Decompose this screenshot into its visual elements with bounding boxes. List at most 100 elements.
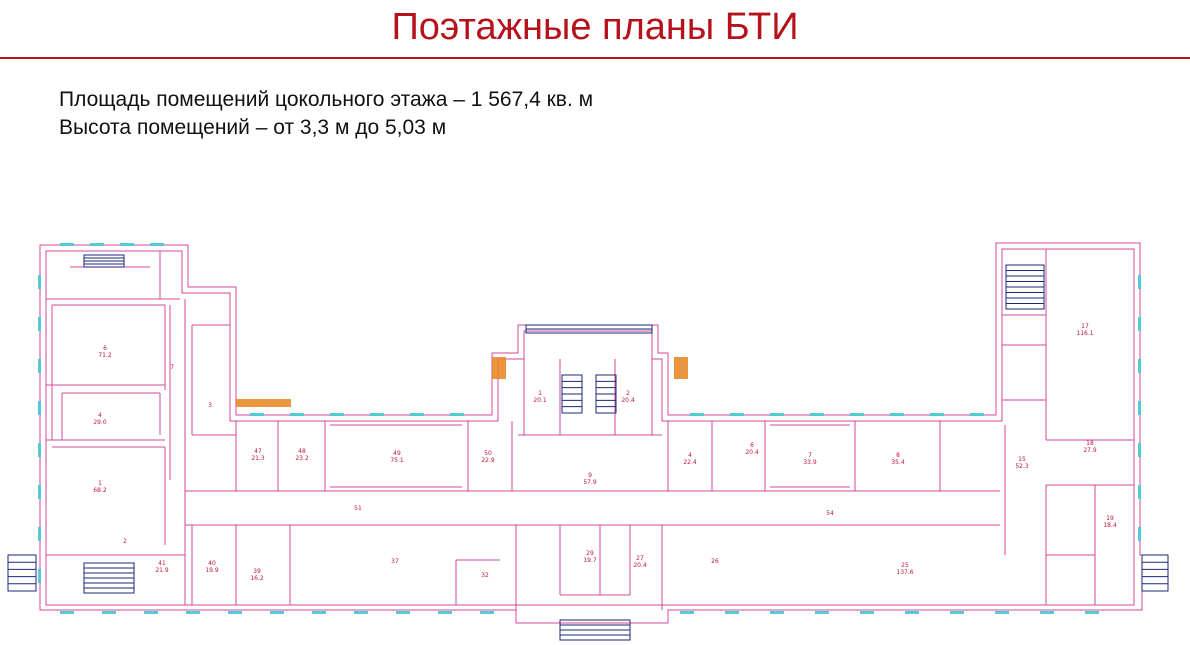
entrance-right	[1141, 554, 1169, 592]
window-mark	[450, 413, 464, 416]
room-area: 18.4	[1103, 522, 1117, 529]
plan-walls	[39, 242, 1143, 624]
room-number: 50	[484, 450, 492, 457]
room-height-text: Высота помещений – от 3,3 м до 5,03 м	[59, 116, 447, 139]
window-mark	[950, 611, 964, 614]
room-number: 37	[391, 558, 399, 565]
title-divider	[0, 57, 1190, 59]
window-mark	[144, 611, 158, 614]
room-labels: 168.223429.0671.27957.9120.1220.4422.462…	[93, 323, 1117, 582]
room-number: 18	[1086, 440, 1094, 447]
room-area: 137.6	[896, 569, 913, 576]
window-mark	[480, 611, 494, 614]
room-number: 26	[711, 558, 719, 565]
stairwell-top-left	[83, 254, 125, 268]
window-mark	[770, 413, 784, 416]
window-mark	[890, 413, 904, 416]
window-mark	[38, 527, 41, 541]
stairwell-center-left	[561, 374, 583, 414]
room-number: 39	[253, 568, 261, 575]
window-mark	[90, 243, 104, 246]
window-mark	[770, 611, 784, 614]
room-area: 16.2	[250, 575, 264, 582]
window-mark	[250, 413, 264, 416]
window-mark	[150, 243, 164, 246]
room-number: 54	[826, 510, 834, 517]
window-mark	[38, 359, 41, 373]
window-mark	[905, 611, 919, 614]
window-mark	[1085, 611, 1099, 614]
plan-hatched-areas	[236, 357, 688, 407]
window-mark	[312, 611, 326, 614]
room-number: 9	[588, 472, 592, 479]
window-mark	[38, 401, 41, 415]
room-number: 29	[586, 550, 594, 557]
window-mark	[354, 611, 368, 614]
room-area: 20.4	[621, 397, 635, 404]
floor-plan: 168.223429.0671.27957.9120.1220.4422.462…	[7, 242, 1169, 641]
room-number: 8	[896, 452, 900, 459]
window-mark	[810, 413, 824, 416]
room-area: 75.1	[390, 457, 404, 464]
window-mark	[730, 413, 744, 416]
window-mark	[1138, 527, 1141, 541]
entrance-top	[525, 324, 653, 334]
room-area: 52.3	[1015, 463, 1029, 470]
room-area: 29.0	[93, 419, 107, 426]
window-mark	[396, 611, 410, 614]
window-mark	[995, 611, 1009, 614]
entrance-steps	[559, 619, 631, 641]
room-area: 20.4	[633, 562, 647, 569]
room-number: 7	[808, 452, 812, 459]
room-number: 2	[123, 538, 127, 545]
room-area: 20.4	[745, 449, 759, 456]
room-area: 116.1	[1076, 330, 1093, 337]
window-mark	[228, 611, 242, 614]
window-mark	[680, 611, 694, 614]
room-number: 4	[688, 452, 692, 459]
window-mark	[860, 611, 874, 614]
window-mark	[1138, 317, 1141, 331]
window-mark	[1138, 359, 1141, 373]
room-area: 22.9	[481, 457, 495, 464]
window-mark	[38, 485, 41, 499]
window-mark	[930, 413, 944, 416]
window-mark	[690, 413, 704, 416]
window-mark	[270, 611, 284, 614]
window-mark	[120, 243, 134, 246]
room-area: 23.2	[295, 455, 309, 462]
plan-windows	[38, 243, 1141, 614]
window-mark	[815, 611, 829, 614]
window-mark	[1138, 401, 1141, 415]
room-number: 6	[103, 345, 107, 352]
room-area: 22.4	[683, 459, 697, 466]
window-mark	[186, 611, 200, 614]
room-number: 1	[98, 480, 102, 487]
window-mark	[1138, 485, 1141, 499]
room-area: 19.9	[205, 567, 219, 574]
plan-stairs	[7, 254, 1169, 641]
window-mark	[970, 413, 984, 416]
window-mark	[290, 413, 304, 416]
room-number: 47	[254, 448, 262, 455]
window-mark	[60, 243, 74, 246]
room-number: 6	[750, 442, 754, 449]
room-number: 49	[393, 450, 401, 457]
window-mark	[1040, 611, 1054, 614]
room-number: 3	[208, 402, 212, 409]
room-area: 21.3	[251, 455, 265, 462]
window-mark	[370, 413, 384, 416]
entrance-left	[7, 554, 37, 592]
window-mark	[38, 443, 41, 457]
room-number: 1	[538, 390, 542, 397]
page-title: Поэтажные планы БТИ	[391, 6, 799, 48]
room-number: 17	[1081, 323, 1089, 330]
room-area: 71.2	[98, 352, 112, 359]
window-mark	[38, 569, 41, 583]
stairwell-center-right	[595, 374, 617, 414]
window-mark	[1138, 275, 1141, 289]
room-number: 4	[98, 412, 102, 419]
room-area: 35.4	[891, 459, 905, 466]
room-number: 48	[298, 448, 306, 455]
room-number: 32	[481, 572, 489, 579]
